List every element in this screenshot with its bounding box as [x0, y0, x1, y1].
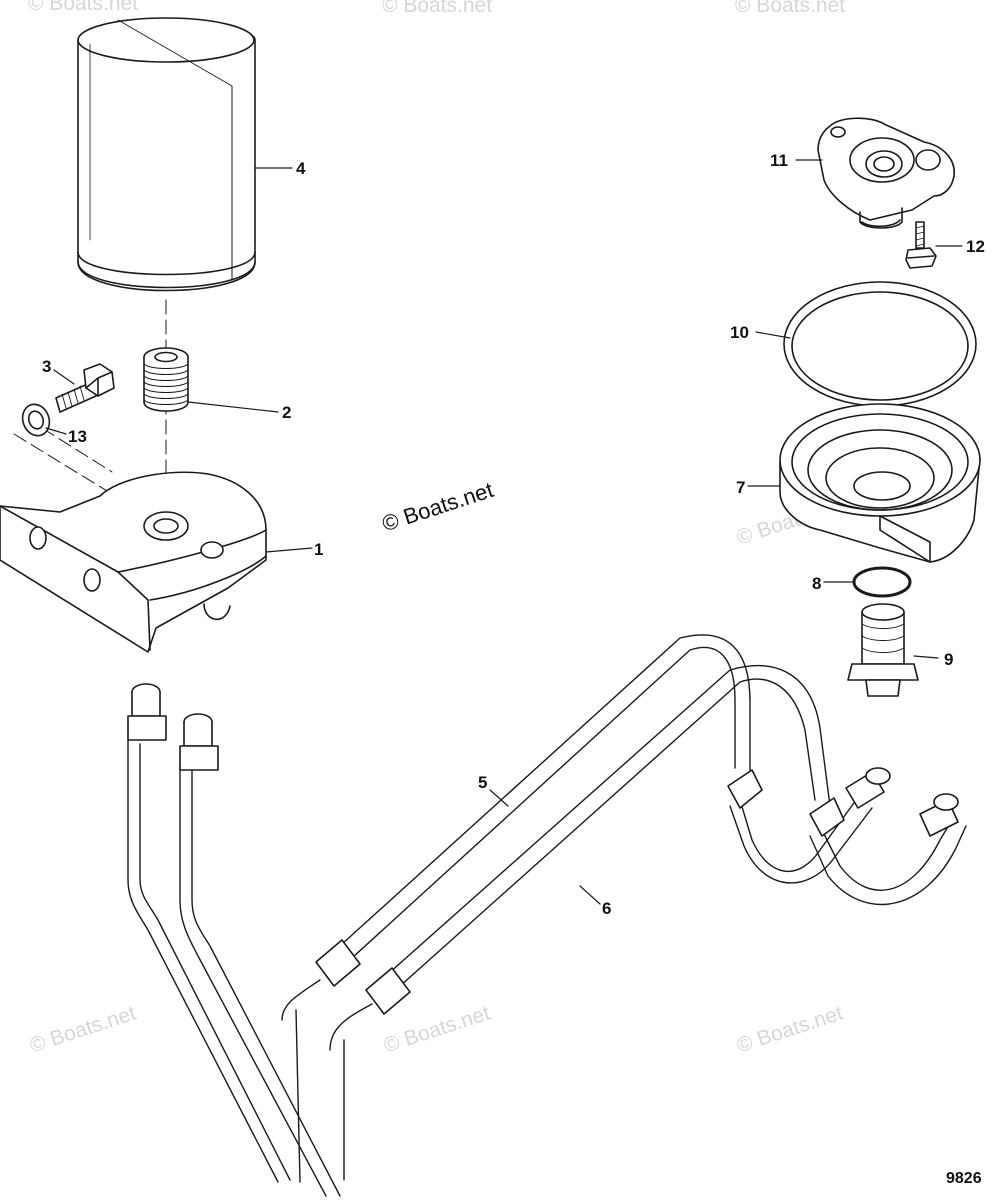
leader-lines	[45, 159, 963, 905]
watermark-top-left: © Boats.net	[28, 0, 139, 15]
bolt-icon	[55, 363, 115, 413]
adapter-plate-icon	[817, 117, 955, 229]
mounting-bracket-icon	[0, 471, 267, 653]
hose-end-fittings	[127, 683, 959, 1015]
watermark-top-right: © Boats.net	[735, 0, 846, 17]
callout-2: 2	[282, 403, 292, 422]
oil-filter-icon	[77, 17, 256, 292]
callout-4: 4	[296, 159, 306, 178]
watermark-top-center: © Boats.net	[382, 0, 493, 17]
callout-1: 1	[314, 540, 324, 559]
figure-number: 9826	[946, 1170, 982, 1187]
seal-ring-icon	[783, 281, 977, 407]
washer-icon	[21, 403, 51, 437]
callout-10: 10	[730, 323, 749, 342]
callout-7: 7	[736, 478, 746, 497]
callout-12: 12	[966, 237, 985, 256]
nipple-fitting-icon	[143, 347, 189, 412]
o-ring-icon	[852, 566, 912, 598]
hose-fitting-icon	[847, 603, 919, 697]
hose-assembly	[127, 634, 967, 1197]
screw-icon	[905, 221, 937, 269]
callout-6: 6	[602, 899, 612, 918]
callout-5: 5	[478, 773, 488, 792]
filter-adapter-icon	[779, 403, 981, 563]
callout-11: 11	[770, 151, 788, 170]
callout-3: 3	[42, 357, 52, 376]
callout-9: 9	[944, 650, 954, 669]
callout-13: 13	[68, 427, 87, 446]
callout-8: 8	[812, 574, 822, 593]
